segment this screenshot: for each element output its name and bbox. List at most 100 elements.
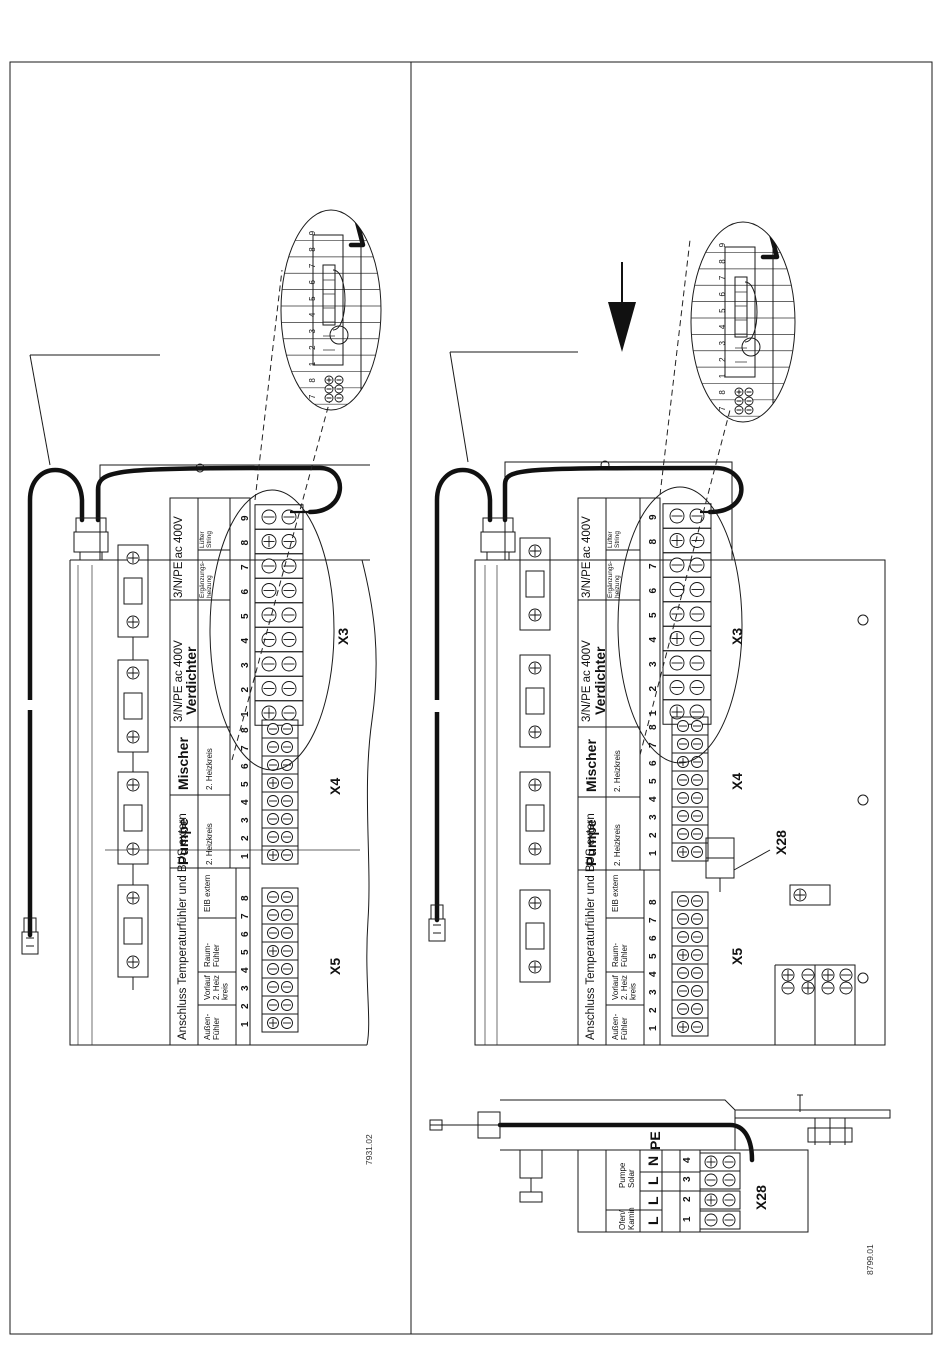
terminal-number: 6 (648, 935, 659, 941)
terminal-screw-icon (324, 393, 334, 403)
x3-label: X3 (335, 628, 351, 645)
terminal: 8 (648, 891, 709, 911)
terminal-number: 1 (648, 850, 659, 856)
terminal-screw-icon (281, 534, 297, 549)
terminal-number: 4 (240, 638, 251, 644)
terminal-screw-icon (669, 704, 685, 720)
x4-label: X4 (327, 778, 343, 795)
terminal-screw-icon (677, 810, 689, 822)
terminal-screw-icon (689, 680, 705, 695)
terminal-screw-icon (689, 606, 705, 622)
terminal-screw-icon (677, 774, 689, 786)
terminal-screw-icon (281, 1017, 293, 1029)
terminal-screw-icon (734, 387, 744, 397)
terminal: 7 (648, 734, 709, 754)
terminal-screw-icon (267, 981, 279, 993)
right-circuit-breakers (519, 537, 551, 983)
terminal: 7 (240, 905, 299, 925)
left-label-table: Anschluss Temperaturfühler und BUS exter… (169, 497, 251, 1045)
x5-group-label: EIB extern (611, 875, 620, 912)
circuit-breaker (117, 771, 149, 885)
terminal-number: 1 (682, 1216, 693, 1222)
x5-label: X5 (729, 948, 745, 965)
terminal-screw-icon (691, 738, 703, 750)
verdichter-title: Verdichter (592, 646, 608, 715)
aux-sub-label: LüfterString (607, 531, 621, 548)
left-cable (21, 354, 343, 955)
terminal-number: 2 (240, 1003, 251, 1009)
terminal-number: 3 (240, 662, 251, 668)
terminal: 3 (240, 977, 299, 997)
terminal-screw-icon (281, 891, 293, 903)
terminal-number: 2 (240, 835, 251, 841)
phase-letter: N (645, 1156, 661, 1166)
terminal-number: 5 (240, 949, 251, 955)
terminal: 1 (240, 1013, 299, 1033)
terminal-screw-icon (669, 655, 685, 671)
circuit-breaker (117, 884, 149, 990)
terminal-screw-icon (281, 831, 293, 843)
terminal: 7 (648, 909, 709, 929)
circuit-breaker (519, 654, 551, 748)
x28-terminal-screws (699, 1152, 741, 1230)
terminal-number: 3 (648, 989, 659, 995)
terminal-screw-icon (281, 813, 293, 825)
terminal-screw-icon (691, 913, 703, 925)
left-cabinet-backplate (69, 463, 377, 1046)
terminal-screw-icon (281, 656, 297, 672)
terminal: 6 (240, 577, 304, 604)
terminal: 5 (240, 941, 299, 961)
terminal-screw-icon (677, 756, 689, 768)
terminal-screw-icon (691, 774, 703, 786)
right-panel: Anschluss Temperaturfühler und BUS exter… (428, 221, 891, 1275)
terminal-number: 1 (240, 711, 251, 717)
terminal: 3 (240, 651, 304, 677)
terminal: 6 (648, 576, 712, 603)
pumpe-solar-label: PumpeSolar (618, 1162, 636, 1188)
detail-terminal-number: 2 (718, 357, 727, 362)
terminal-screw-icon (744, 387, 754, 397)
terminal-screw-icon (677, 1021, 689, 1033)
terminal-screw-icon (261, 705, 277, 721)
terminal-screw-icon (691, 828, 703, 840)
x5-group-label: Außen-Fühler (611, 1013, 629, 1040)
terminal-number: 6 (240, 763, 251, 769)
x28-label: X28 (773, 830, 789, 855)
aux-supply: 3/N/PE ac 400V (581, 516, 593, 598)
terminal-screw-icon (281, 909, 293, 921)
terminal-screw-icon (677, 738, 689, 750)
x5-label: X5 (327, 958, 343, 975)
detail-terminal-number: 5 (718, 308, 727, 313)
terminal-screw-icon (722, 1193, 736, 1207)
left-circuit-breakers (117, 544, 149, 990)
terminal-screw-icon (267, 813, 279, 825)
terminal: 9 (240, 504, 304, 530)
terminal: 4 (240, 626, 304, 653)
terminal: 2 (648, 999, 709, 1019)
terminal-screw-icon (324, 375, 334, 385)
terminal-screw-icon (261, 632, 277, 647)
drawing-code: 8799.01 (865, 1244, 875, 1275)
right-label-table: Anschluss Temperaturfühler und BUS exter… (577, 497, 661, 1045)
terminal: 4 (648, 625, 712, 652)
terminal-number: 7 (648, 563, 659, 569)
terminal-number: 3 (240, 817, 251, 823)
phase-letter: L (645, 1176, 661, 1185)
terminal-screw-icon (267, 777, 279, 789)
terminal-screw-icon (281, 999, 293, 1011)
terminal-screw-icon (734, 396, 744, 406)
terminal-screw-icon (267, 795, 279, 807)
phase-letter: L (645, 1216, 661, 1225)
terminal: 5 (240, 602, 304, 628)
terminal-number: 3 (648, 661, 659, 667)
terminal-number: 8 (648, 899, 659, 905)
terminal: 2 (648, 824, 709, 844)
terminal-screw-icon (691, 985, 703, 997)
terminal-screw-icon (691, 846, 703, 858)
detail-terminal-number: 6 (718, 291, 727, 296)
header-x5: Anschluss Temperaturfühler und BUS exter… (585, 813, 597, 1040)
x5-group-label: Raum-Fühler (203, 943, 221, 967)
